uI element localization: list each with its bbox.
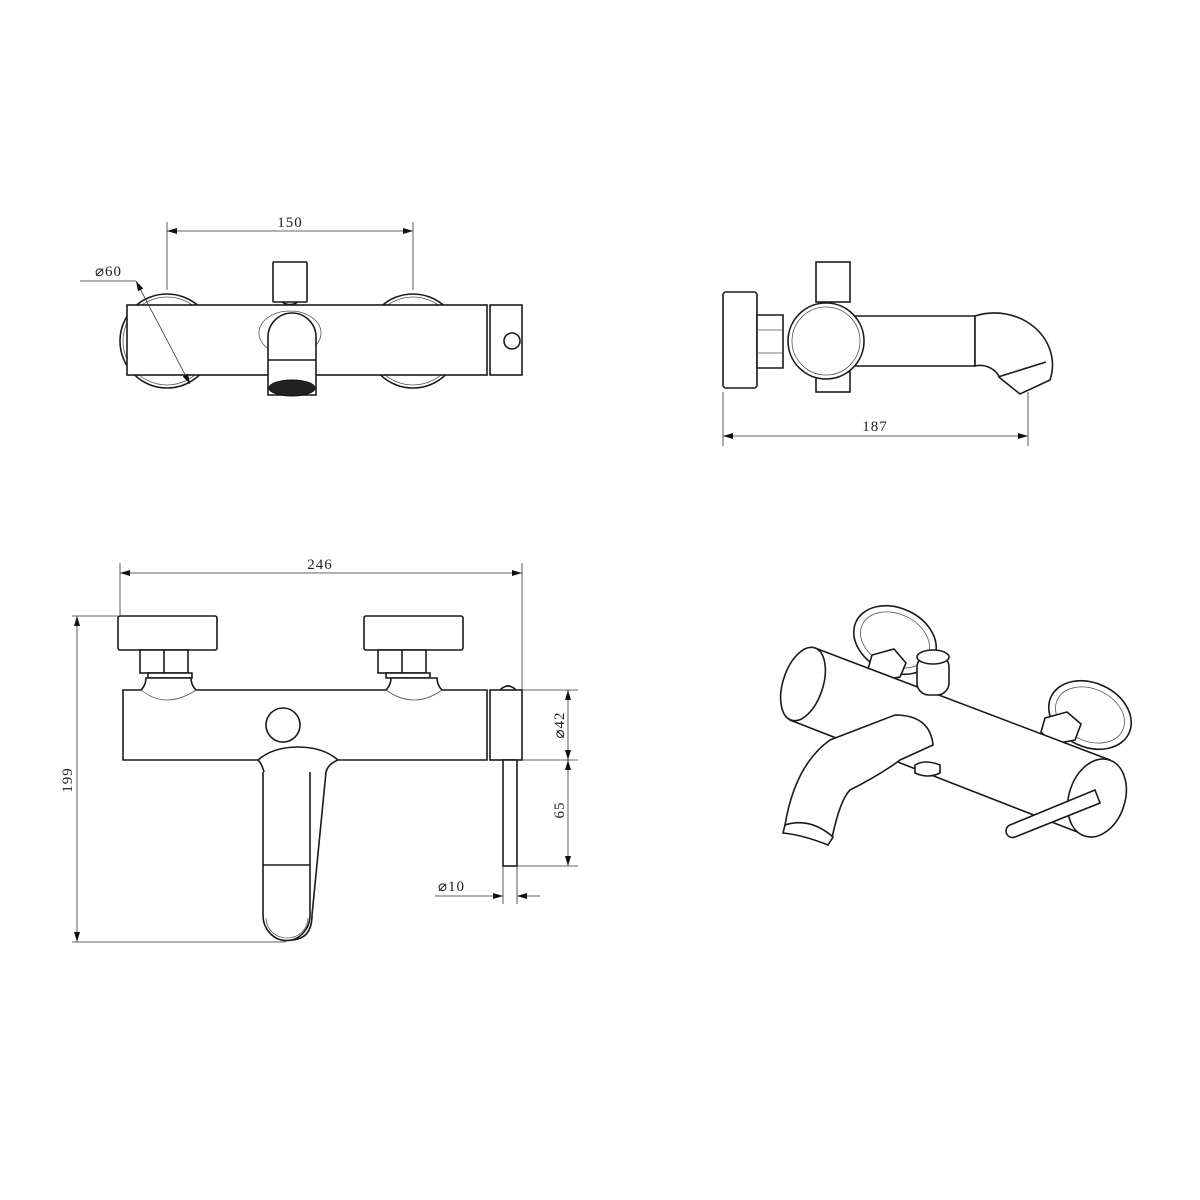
lever-cap-front (489, 689, 523, 761)
dim-diameter-60: ⌀60 (95, 264, 122, 280)
iso-lever (1005, 788, 1102, 839)
spout-top (267, 312, 317, 396)
diverter-knob (272, 261, 308, 303)
aerator (268, 379, 316, 397)
diverter-button (265, 707, 301, 743)
dim-65: 65 (552, 802, 568, 819)
iso-view (779, 604, 1133, 846)
side-view: 187 (722, 261, 1054, 446)
lever (502, 759, 518, 867)
dim-diameter-42: ⌀42 (552, 711, 568, 738)
spout-front (262, 772, 311, 942)
lever-cap (489, 304, 523, 376)
left-handle (117, 615, 218, 651)
dim-187: 187 (862, 419, 888, 435)
hex-nut (756, 314, 784, 369)
wall-plate (722, 291, 758, 389)
front-view: 246 199 ⌀42 65 ⌀10 (60, 557, 578, 943)
diverter-knob-side (815, 261, 851, 303)
dim-199: 199 (60, 767, 76, 793)
spout-side (974, 312, 1054, 395)
body-end (787, 302, 865, 380)
dim-246: 246 (307, 557, 333, 573)
right-handle (363, 615, 464, 651)
dim-diameter-10: ⌀10 (438, 879, 465, 895)
dim-150: 150 (277, 215, 303, 231)
iso-spout (784, 714, 934, 839)
top-view: 150 ⌀60 (80, 215, 523, 397)
